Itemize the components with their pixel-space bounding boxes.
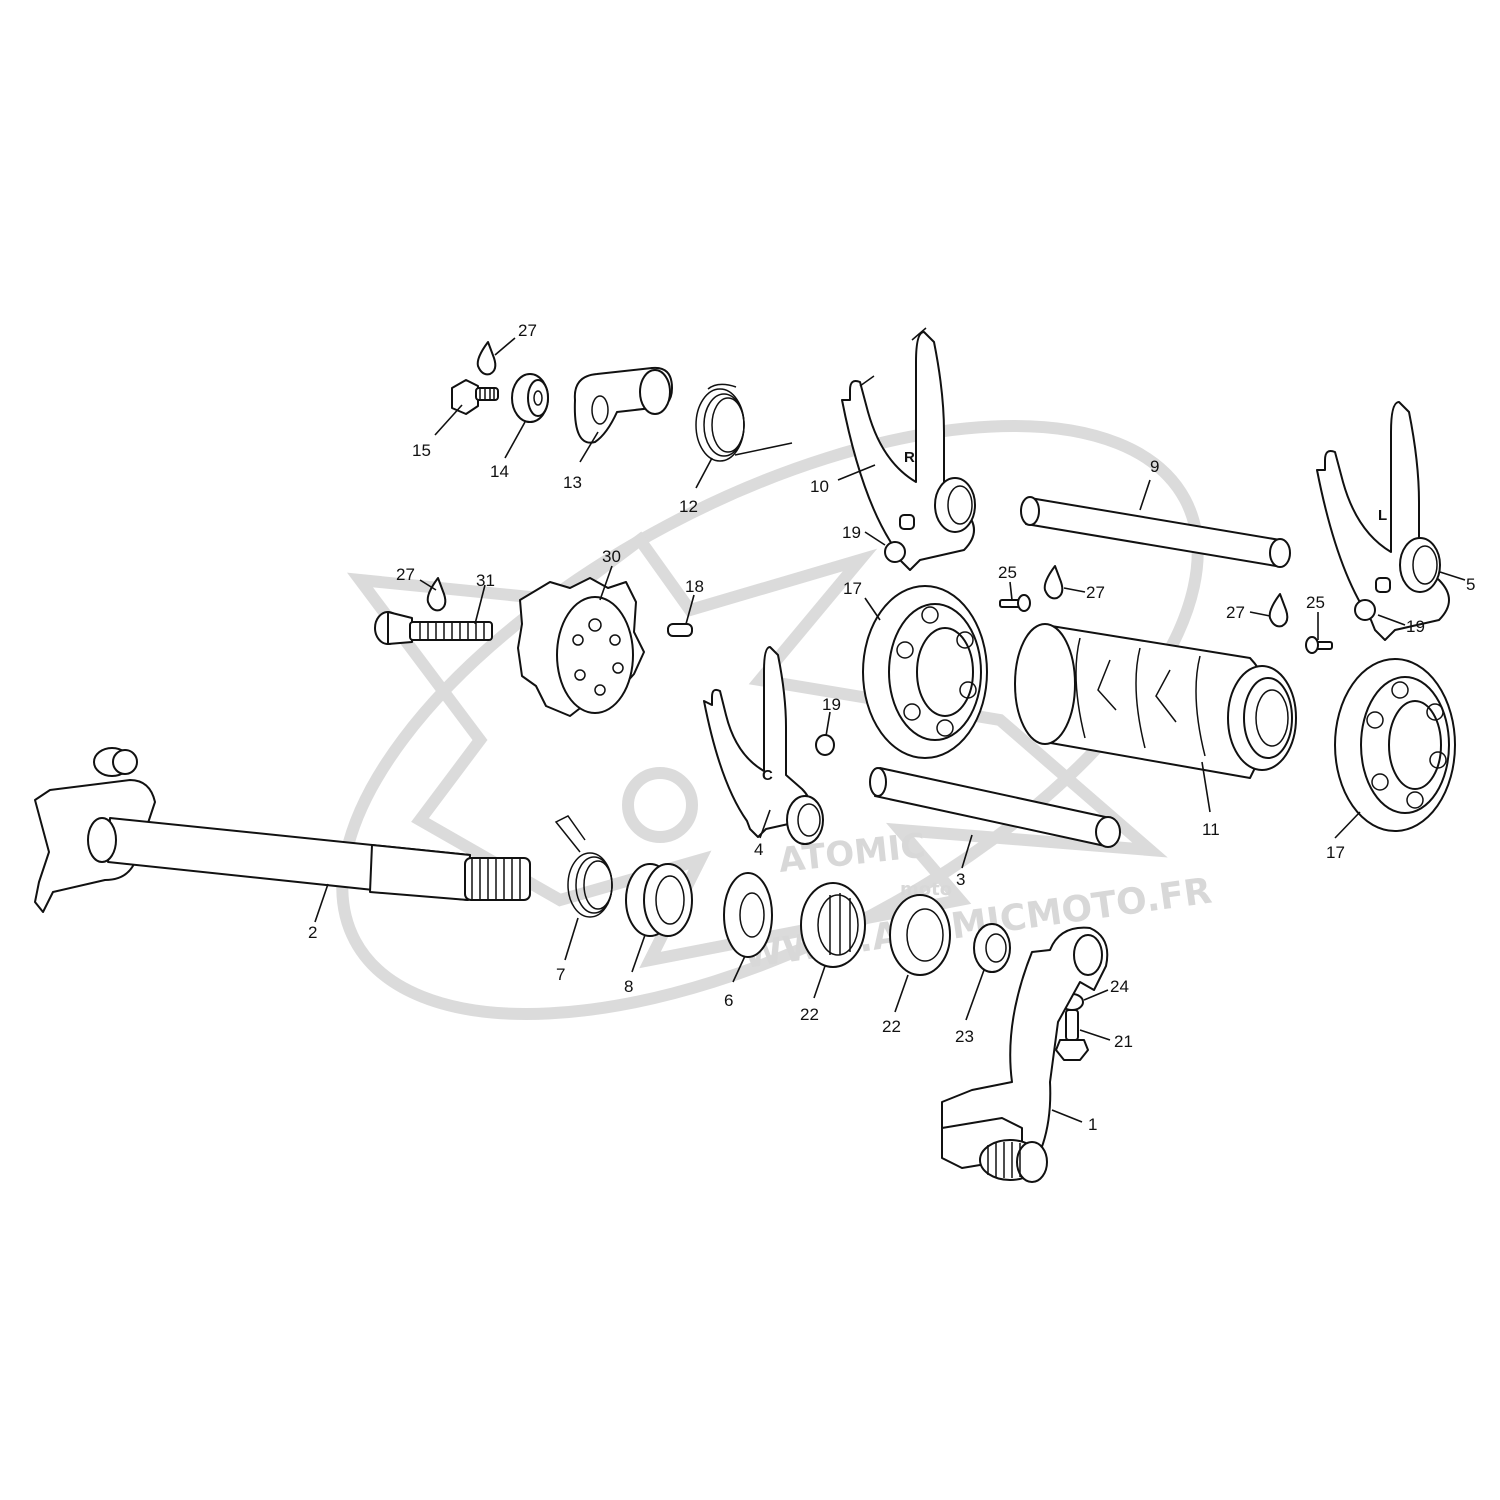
part-shift-drum-11: [1014, 623, 1297, 779]
part-needle-bearing-22: [800, 882, 866, 968]
callout-label: 14: [490, 462, 509, 481]
oil-drop-icon: [426, 577, 447, 612]
callout-label: 2: [308, 923, 317, 942]
oil-drop-icon: [1268, 593, 1289, 628]
oil-drop-icon: [476, 341, 497, 376]
callout-label: 19: [1406, 617, 1425, 636]
callout-label: 23: [955, 1027, 974, 1046]
fork-etching-r: R: [904, 449, 915, 466]
callout-label: 21: [1114, 1032, 1133, 1051]
part-shift-cam-30: [517, 577, 645, 717]
part-needle-bearing-22: [889, 894, 951, 976]
callout-label: 22: [882, 1017, 901, 1036]
part-screw-25: [999, 594, 1031, 612]
part-washer-6: [723, 872, 773, 958]
part-bearing-17: [1334, 658, 1456, 832]
callout-label: 31: [476, 571, 495, 590]
part-fork-shaft-3: [869, 767, 1121, 848]
watermark-logo-sub: moto: [900, 879, 952, 900]
callout-label: 6: [724, 991, 733, 1010]
callout-label: 1: [1088, 1115, 1097, 1134]
callout-label: 22: [800, 1005, 819, 1024]
callout-label: 13: [563, 473, 582, 492]
part-bolt-31: [374, 611, 493, 645]
callout-label: 15: [412, 441, 431, 460]
callout-label: 17: [843, 579, 862, 598]
part-bearing-17: [862, 585, 988, 759]
callout-label: 27: [1226, 603, 1245, 622]
callout-label: 8: [624, 977, 633, 996]
callout-label: 27: [1086, 583, 1105, 602]
part-screw-25: [1305, 636, 1333, 654]
callout-label: 9: [1150, 457, 1159, 476]
callout-label: 3: [956, 870, 965, 889]
part-oil-seal-8: [625, 863, 693, 937]
part-shift-fork-4: C: [703, 646, 824, 845]
part-pin-18: [667, 623, 693, 637]
part-spring-12: [695, 383, 793, 462]
callout-label: 12: [679, 497, 698, 516]
oil-drop-icon: [1043, 565, 1064, 600]
part-bolt-15: [451, 379, 499, 415]
callout-label: 30: [602, 547, 621, 566]
part-plug-19: [815, 734, 835, 756]
part-plug-19: [1354, 599, 1376, 621]
part-shift-fork-10: R: [841, 327, 976, 571]
callout-label: 5: [1466, 575, 1475, 594]
callout-label: 25: [1306, 593, 1325, 612]
callout-label: 27: [396, 565, 415, 584]
part-bushing-14: [511, 373, 549, 423]
fork-etching-c: C: [762, 767, 773, 784]
callout-label: 19: [842, 523, 861, 542]
callout-label: 4: [754, 840, 763, 859]
callout-label: 11: [1202, 820, 1220, 839]
callout-label: 24: [1110, 977, 1129, 996]
part-bolt-21: [1055, 1009, 1089, 1061]
part-shift-fork-5: L: [1316, 401, 1450, 641]
callout-label: 18: [685, 577, 704, 596]
part-gear-pedal-1: [941, 926, 1109, 1183]
callout-labels: 27 15 14 13 12 10 9 19 5 19 25 27 27 25 …: [308, 321, 1475, 1134]
leader-lines: [314, 337, 1466, 1123]
callout-label: 10: [810, 477, 829, 496]
part-return-spring-7: [554, 815, 613, 918]
callout-label: 17: [1326, 843, 1345, 862]
part-shift-shaft-2: [34, 747, 531, 913]
callout-label: 7: [556, 965, 565, 984]
fork-etching-l: L: [1378, 507, 1387, 524]
part-plug-19: [884, 541, 906, 563]
callout-label: 25: [998, 563, 1017, 582]
callout-label: 19: [822, 695, 841, 714]
callout-label: 27: [518, 321, 537, 340]
part-stopper-arm-13: [573, 366, 673, 444]
part-oil-seal-23: [973, 923, 1011, 973]
part-fork-shaft-9: [1020, 496, 1291, 568]
